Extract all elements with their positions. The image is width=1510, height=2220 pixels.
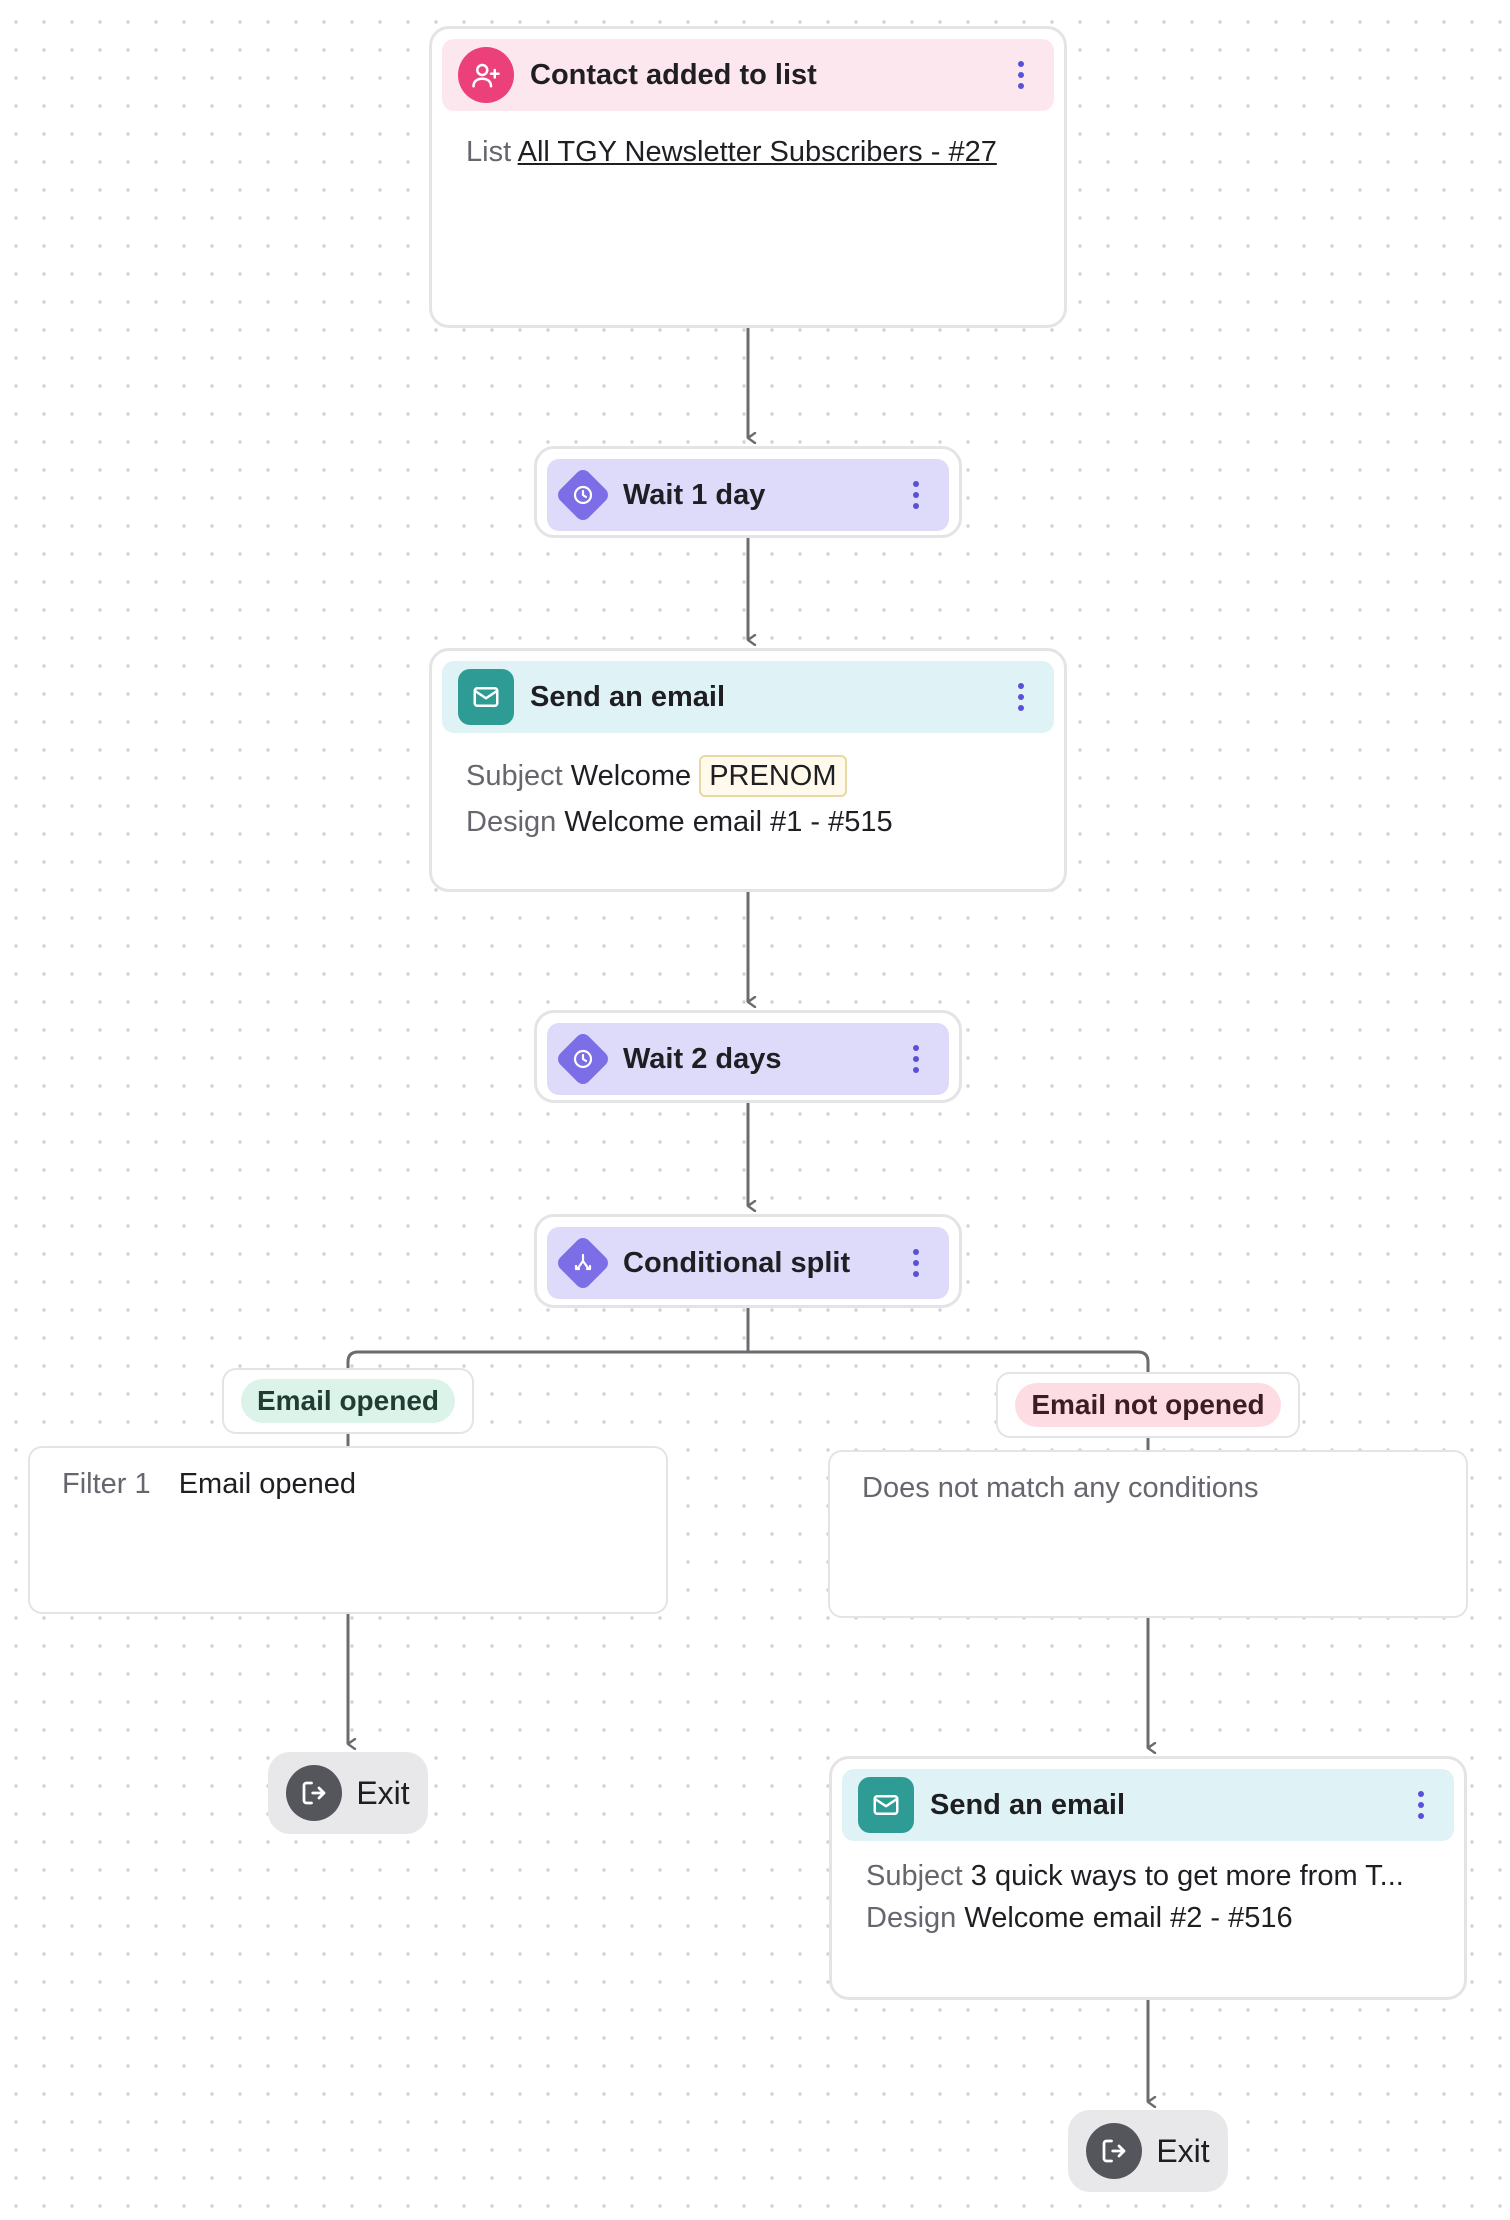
clock-icon (555, 467, 611, 523)
branch-label-email-opened[interactable]: Email opened (222, 1368, 474, 1434)
design-value: Welcome email #1 - #515 (564, 806, 893, 838)
send-email-card-1[interactable]: Send an email Subject Welcome PRENOM Des… (429, 648, 1067, 892)
subject-row: Subject 3 quick ways to get more from T.… (866, 1855, 1430, 1897)
exit-node-final[interactable]: Exit (1068, 2110, 1228, 2192)
condition-text: Does not match any conditions (862, 1472, 1259, 1504)
design-row: Design Welcome email #2 - #516 (866, 1897, 1430, 1939)
more-options-icon[interactable] (1406, 1783, 1436, 1827)
split-connector (346, 1308, 1150, 1374)
conditional-split-card[interactable]: Conditional split (534, 1214, 962, 1308)
email-title: Send an email (930, 1788, 1126, 1821)
more-options-icon[interactable] (1006, 53, 1036, 97)
subject-value: Welcome (570, 760, 692, 792)
envelope-icon (858, 1777, 914, 1833)
branch-pill: Email not opened (1015, 1383, 1281, 1427)
user-plus-icon (458, 47, 514, 103)
send-email-card-2[interactable]: Send an email Subject 3 quick ways to ge… (829, 1756, 1467, 2000)
condition-card[interactable]: Does not match any conditions (828, 1450, 1468, 1618)
filter-card[interactable]: Filter 1 Email opened (28, 1446, 668, 1614)
more-options-icon[interactable] (901, 1037, 931, 1081)
wait-header: Wait 2 days (547, 1023, 949, 1095)
email-details: Subject Welcome PRENOM Design Welcome em… (442, 733, 1054, 863)
subject-label: Subject (466, 760, 563, 792)
branch-label-email-not-opened[interactable]: Email not opened (996, 1372, 1300, 1438)
email-header: Send an email (442, 661, 1054, 733)
wait-2-days-card[interactable]: Wait 2 days (534, 1010, 962, 1103)
design-label: Design (466, 806, 557, 838)
trigger-card[interactable]: Contact added to list List All TGY Newsl… (429, 26, 1067, 328)
exit-label: Exit (1156, 2132, 1210, 2169)
email-header: Send an email (842, 1769, 1454, 1841)
trigger-header: Contact added to list (442, 39, 1054, 111)
design-label: Design (866, 1902, 957, 1934)
wait-1-day-card[interactable]: Wait 1 day (534, 446, 962, 538)
email-details: Subject 3 quick ways to get more from T.… (842, 1841, 1454, 1957)
trigger-details: List All TGY Newsletter Subscribers - #2… (442, 111, 1054, 193)
subject-value: 3 quick ways to get more from T... (970, 1860, 1404, 1892)
design-value: Welcome email #2 - #516 (964, 1902, 1293, 1934)
branch-pill: Email opened (240, 1379, 456, 1423)
split-title: Conditional split (623, 1246, 851, 1279)
list-label: List (466, 136, 512, 168)
design-row: Design Welcome email #1 - #515 (466, 799, 1030, 845)
email-title: Send an email (530, 680, 726, 713)
exit-label: Exit (356, 1774, 410, 1811)
split-icon (555, 1235, 611, 1291)
exit-icon (286, 1765, 343, 1821)
list-link[interactable]: All TGY Newsletter Subscribers - #27 (517, 136, 997, 168)
filter-label: Filter 1 (62, 1468, 151, 1500)
more-options-icon[interactable] (1006, 675, 1036, 719)
merge-tag: PRENOM (699, 755, 847, 797)
filter-value: Email opened (178, 1468, 357, 1500)
wait-header: Wait 1 day (547, 459, 949, 531)
wait-title: Wait 1 day (623, 478, 766, 511)
trigger-title: Contact added to list (530, 58, 817, 91)
exit-icon (1086, 2123, 1143, 2179)
exit-node[interactable]: Exit (268, 1752, 428, 1834)
more-options-icon[interactable] (901, 473, 931, 517)
subject-row: Subject Welcome PRENOM (466, 753, 1030, 799)
clock-icon (555, 1031, 611, 1087)
envelope-icon (458, 669, 514, 725)
subject-label: Subject (866, 1860, 963, 1892)
split-header: Conditional split (547, 1227, 949, 1299)
more-options-icon[interactable] (901, 1241, 931, 1285)
wait-title: Wait 2 days (623, 1042, 782, 1075)
